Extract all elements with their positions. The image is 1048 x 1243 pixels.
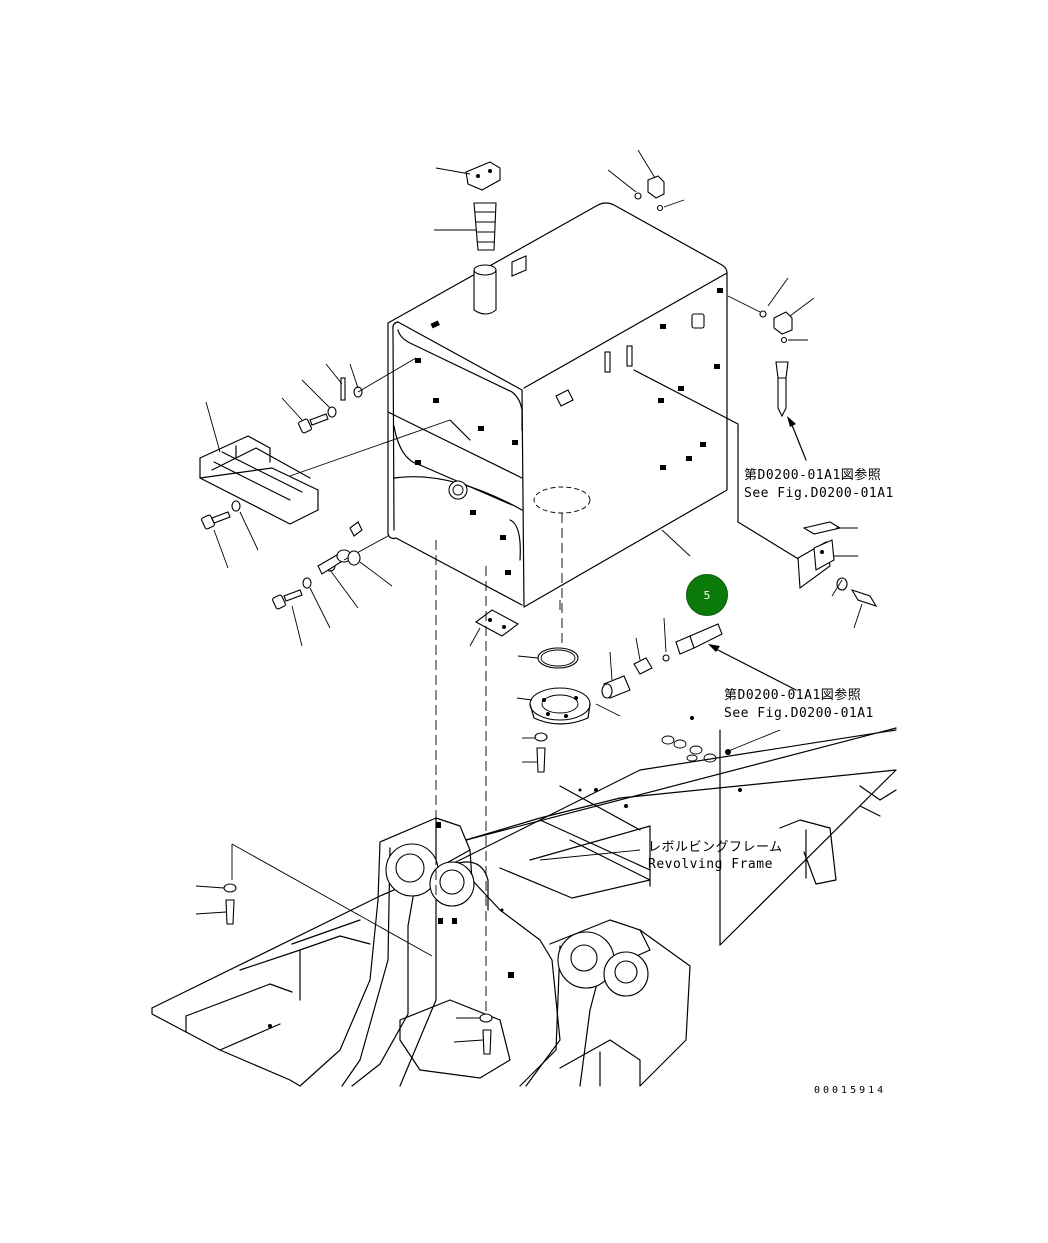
right-bracket [797, 521, 878, 629]
upper-reference-en: See Fig.D0200-01A1 [744, 486, 894, 501]
mounting-plate [469, 609, 520, 647]
boom-bracket-right [519, 919, 691, 1087]
boom-bracket-left [299, 817, 561, 1087]
hydraulic-tank [387, 202, 801, 608]
right-elbow-fitting [727, 277, 815, 461]
revolving-frame-label-jp: レボルビングフレーム [648, 840, 783, 855]
lower-reference-jp: 第D0200-01A1図参照 [724, 688, 862, 703]
drain-valve [272, 521, 393, 647]
upper-reference-jp: 第D0200-01A1図参照 [744, 468, 882, 483]
leader-lines [539, 529, 691, 861]
top-elbow-fitting [607, 149, 685, 212]
mounting-hardware-left [201, 357, 417, 569]
sensor-fitting [601, 617, 797, 699]
revolving-frame [151, 716, 897, 1087]
filler-assembly [434, 161, 501, 315]
step-bracket [199, 401, 471, 525]
suction-strainer [516, 513, 621, 773]
callout-number: 5 [703, 588, 711, 602]
callout-5-marker[interactable]: 5 [686, 574, 728, 616]
lower-reference-en: See Fig.D0200-01A1 [724, 706, 874, 721]
frame-hardware [195, 540, 493, 1055]
figure-number: 00015914 [814, 1085, 887, 1096]
revolving-frame-label-en: Revolving Frame [648, 857, 773, 872]
